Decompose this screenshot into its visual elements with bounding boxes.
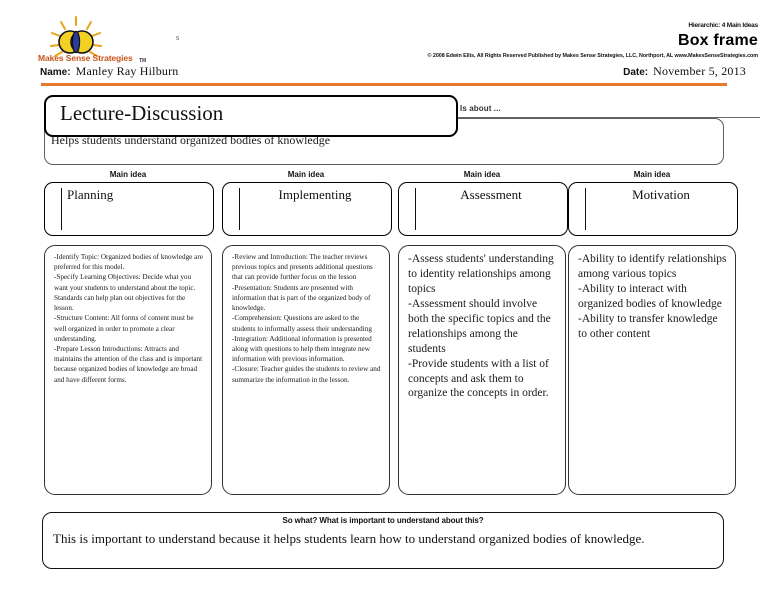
so-what-label: So what? What is important to understand… (282, 516, 484, 525)
date-label: Date: (623, 67, 649, 78)
detail-box-3[interactable]: -Assess students' understanding to ident… (398, 245, 566, 495)
hierarchic-label: Hierarchic: 4 Main Ideas (688, 22, 758, 29)
main-idea-text-1: Planning (67, 187, 114, 202)
main-idea-box-3[interactable]: Assessment (398, 182, 568, 236)
detail-text-3: -Assess students' understanding to ident… (408, 253, 554, 400)
idea-divider-line (61, 188, 63, 230)
name-value: Manley Ray Hilburn (75, 64, 179, 78)
main-idea-label-1: Main idea (109, 170, 147, 179)
date-field[interactable]: Date: November 5, 2013 (623, 64, 746, 79)
idea-divider-line (415, 188, 417, 230)
topic-title: Lecture-Discussion (60, 101, 224, 125)
topic-box[interactable]: Lecture-Discussion (44, 95, 458, 137)
detail-text-2: -Review and Introduction: The teacher re… (232, 253, 381, 384)
detail-box-1[interactable]: -Identify Topic: Organized bodies of kno… (44, 245, 212, 495)
detail-text-1: -Identify Topic: Organized bodies of kno… (54, 253, 203, 384)
sun-lightbulb-icon (50, 16, 102, 57)
main-idea-text-3: Assessment (460, 187, 522, 202)
idea-divider-line (239, 188, 241, 230)
is-about-connector-line (455, 117, 760, 118)
trademark-mark: TM (139, 58, 147, 64)
name-field[interactable]: Name: Manley Ray Hilburn (40, 64, 179, 79)
copyright-notice: © 2008 Edwin Ellis, All Rights Reserved … (427, 53, 759, 59)
main-idea-box-4[interactable]: Motivation (568, 182, 738, 236)
header-divider (41, 83, 727, 86)
idea-divider-line (585, 188, 587, 230)
logo-caption: Makes Sense Strategies (38, 53, 133, 63)
main-idea-text-2: Implementing (278, 187, 352, 202)
detail-box-2[interactable]: -Review and Introduction: The teacher re… (222, 245, 390, 495)
page-header: TM Makes Sense Strategies s Hierarchic: … (0, 0, 768, 86)
detail-text-4: -Ability to identify relationships among… (578, 253, 727, 340)
main-idea-box-1[interactable]: Planning (44, 182, 214, 236)
main-idea-label-4: Main idea (633, 170, 671, 179)
main-idea-label-3: Main idea (463, 170, 501, 179)
main-idea-box-2[interactable]: Implementing (222, 182, 392, 236)
is-about-label: Is about ... (460, 104, 504, 113)
makes-sense-strategies-logo: TM (38, 16, 158, 66)
detail-box-4[interactable]: -Ability to identify relationships among… (568, 245, 736, 495)
form-title: Box frame (677, 32, 758, 49)
so-what-text: This is important to understand because … (53, 531, 645, 546)
main-idea-label-2: Main idea (287, 170, 325, 179)
so-what-box[interactable]: So what? What is important to understand… (42, 512, 724, 569)
date-value: November 5, 2013 (653, 64, 746, 78)
main-idea-text-4: Motivation (632, 187, 690, 202)
name-label: Name: (40, 67, 71, 78)
stray-mark: s (176, 33, 180, 42)
